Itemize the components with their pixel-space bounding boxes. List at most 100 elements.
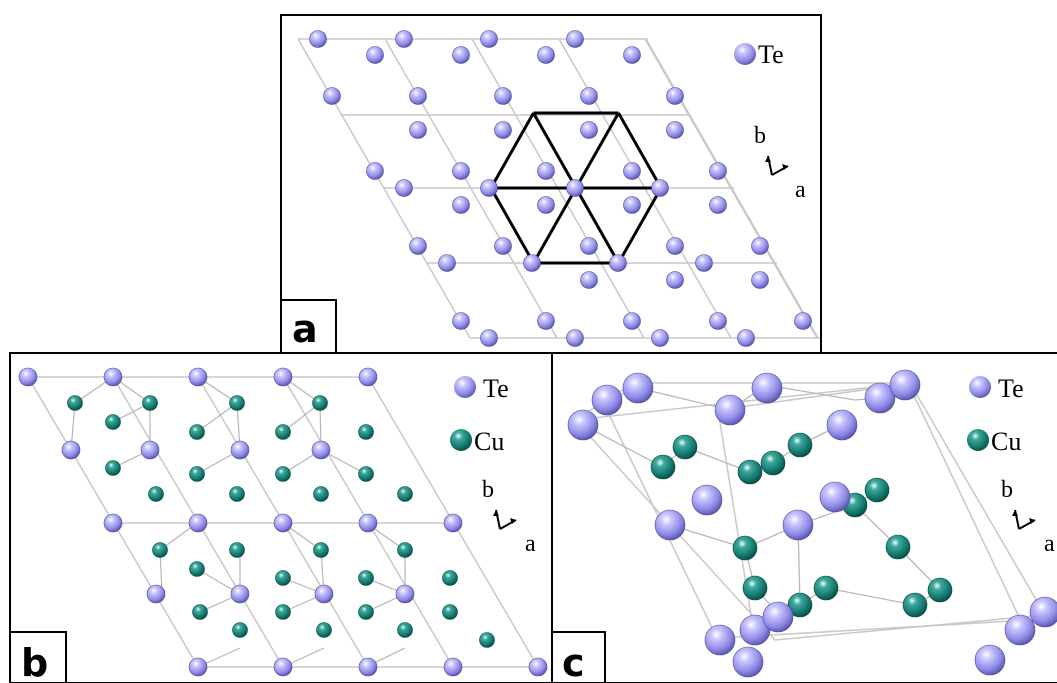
te-atom	[1004, 614, 1036, 646]
te-atom	[366, 46, 384, 64]
te-atom	[494, 237, 512, 255]
panel-a-frame	[280, 14, 822, 355]
cu-atom	[148, 486, 164, 502]
axis-b-label: b	[1001, 477, 1013, 503]
te-atom	[366, 162, 384, 180]
te-atom	[480, 30, 498, 48]
te-atom	[695, 254, 713, 272]
te-atom	[751, 237, 769, 255]
cu-atom	[142, 395, 158, 411]
legend-cu-label: Cu	[474, 427, 504, 456]
cu-atom	[312, 395, 328, 411]
te-atom	[623, 312, 641, 330]
te-atom	[864, 382, 896, 414]
cu-atom	[189, 466, 205, 482]
te-atom	[323, 87, 341, 105]
hexagon-edge	[617, 112, 663, 189]
cu-atom	[192, 604, 208, 620]
te-atom	[395, 30, 413, 48]
te-atom	[358, 513, 378, 533]
te-atom	[523, 254, 541, 272]
te-atom	[443, 513, 463, 533]
cu-atom	[737, 459, 763, 485]
te-atom	[580, 237, 598, 255]
hexagon-spoke	[574, 112, 620, 189]
te-atom	[103, 513, 123, 533]
cu-atom	[358, 604, 374, 620]
te-atom	[395, 584, 415, 604]
te-atom	[480, 329, 498, 347]
te-atom	[230, 440, 250, 460]
cu-atom	[67, 395, 83, 411]
te-atom	[452, 312, 470, 330]
te-atom	[140, 440, 160, 460]
te-atom	[480, 179, 498, 197]
te-atom	[409, 121, 427, 139]
cu-atom	[397, 486, 413, 502]
te-atom	[666, 121, 684, 139]
bond	[825, 587, 916, 606]
legend-te-swatch	[969, 376, 991, 398]
cu-atom	[152, 542, 168, 558]
te-atom	[622, 372, 654, 404]
te-atom	[395, 179, 413, 197]
te-atom	[566, 329, 584, 347]
cu-atom	[275, 424, 291, 440]
axis-a-label: a	[525, 531, 536, 557]
legend-te-label: Te	[758, 40, 784, 69]
cu-atom	[275, 570, 291, 586]
te-atom	[273, 367, 293, 387]
te-atom	[273, 657, 293, 677]
axis-b-label: b	[754, 123, 766, 149]
te-atom	[409, 87, 427, 105]
te-atom	[623, 162, 641, 180]
legend-te-label: Te	[998, 374, 1024, 403]
te-atom	[623, 46, 641, 64]
cu-atom	[885, 534, 911, 560]
panel-b-atoms	[18, 367, 548, 677]
hexagon-spoke	[574, 187, 620, 264]
cu-atom	[229, 542, 245, 558]
te-atom	[537, 46, 555, 64]
te-atom	[654, 509, 686, 541]
cu-atom	[313, 486, 329, 502]
legend-cu-label: Cu	[991, 427, 1021, 456]
hexagon-spoke	[532, 112, 578, 189]
cu-atom	[397, 542, 413, 558]
te-atom	[737, 329, 755, 347]
panel-c: Te Cu b a c	[551, 352, 1057, 683]
cu-atom	[229, 486, 245, 502]
te-atom	[103, 367, 123, 387]
te-atom	[188, 513, 208, 533]
te-atom	[438, 254, 456, 272]
cu-atom	[313, 542, 329, 558]
te-atom	[273, 513, 293, 533]
te-atom	[452, 162, 470, 180]
panel-c-tag-box	[551, 631, 606, 683]
te-atom	[188, 367, 208, 387]
te-atom	[146, 584, 166, 604]
te-atom	[18, 367, 38, 387]
legend-te-label: Te	[483, 374, 509, 403]
te-atom	[623, 196, 641, 214]
te-atom	[782, 509, 814, 541]
te-atom	[537, 196, 555, 214]
cu-atom	[864, 477, 890, 503]
te-atom	[826, 409, 858, 441]
cu-atom	[813, 575, 839, 601]
te-atom	[358, 657, 378, 677]
te-atom	[567, 409, 599, 441]
cu-atom	[105, 460, 121, 476]
hexagon-spoke	[532, 187, 578, 264]
panel-a-lattice	[297, 30, 820, 347]
te-atom	[691, 484, 723, 516]
te-atom	[751, 271, 769, 289]
cu-atom	[189, 561, 205, 577]
te-atom	[714, 394, 746, 426]
te-atom	[889, 369, 921, 401]
te-atom	[751, 372, 783, 404]
te-atom	[61, 440, 81, 460]
te-atom	[591, 384, 623, 416]
axis-a-label: a	[1044, 531, 1055, 557]
